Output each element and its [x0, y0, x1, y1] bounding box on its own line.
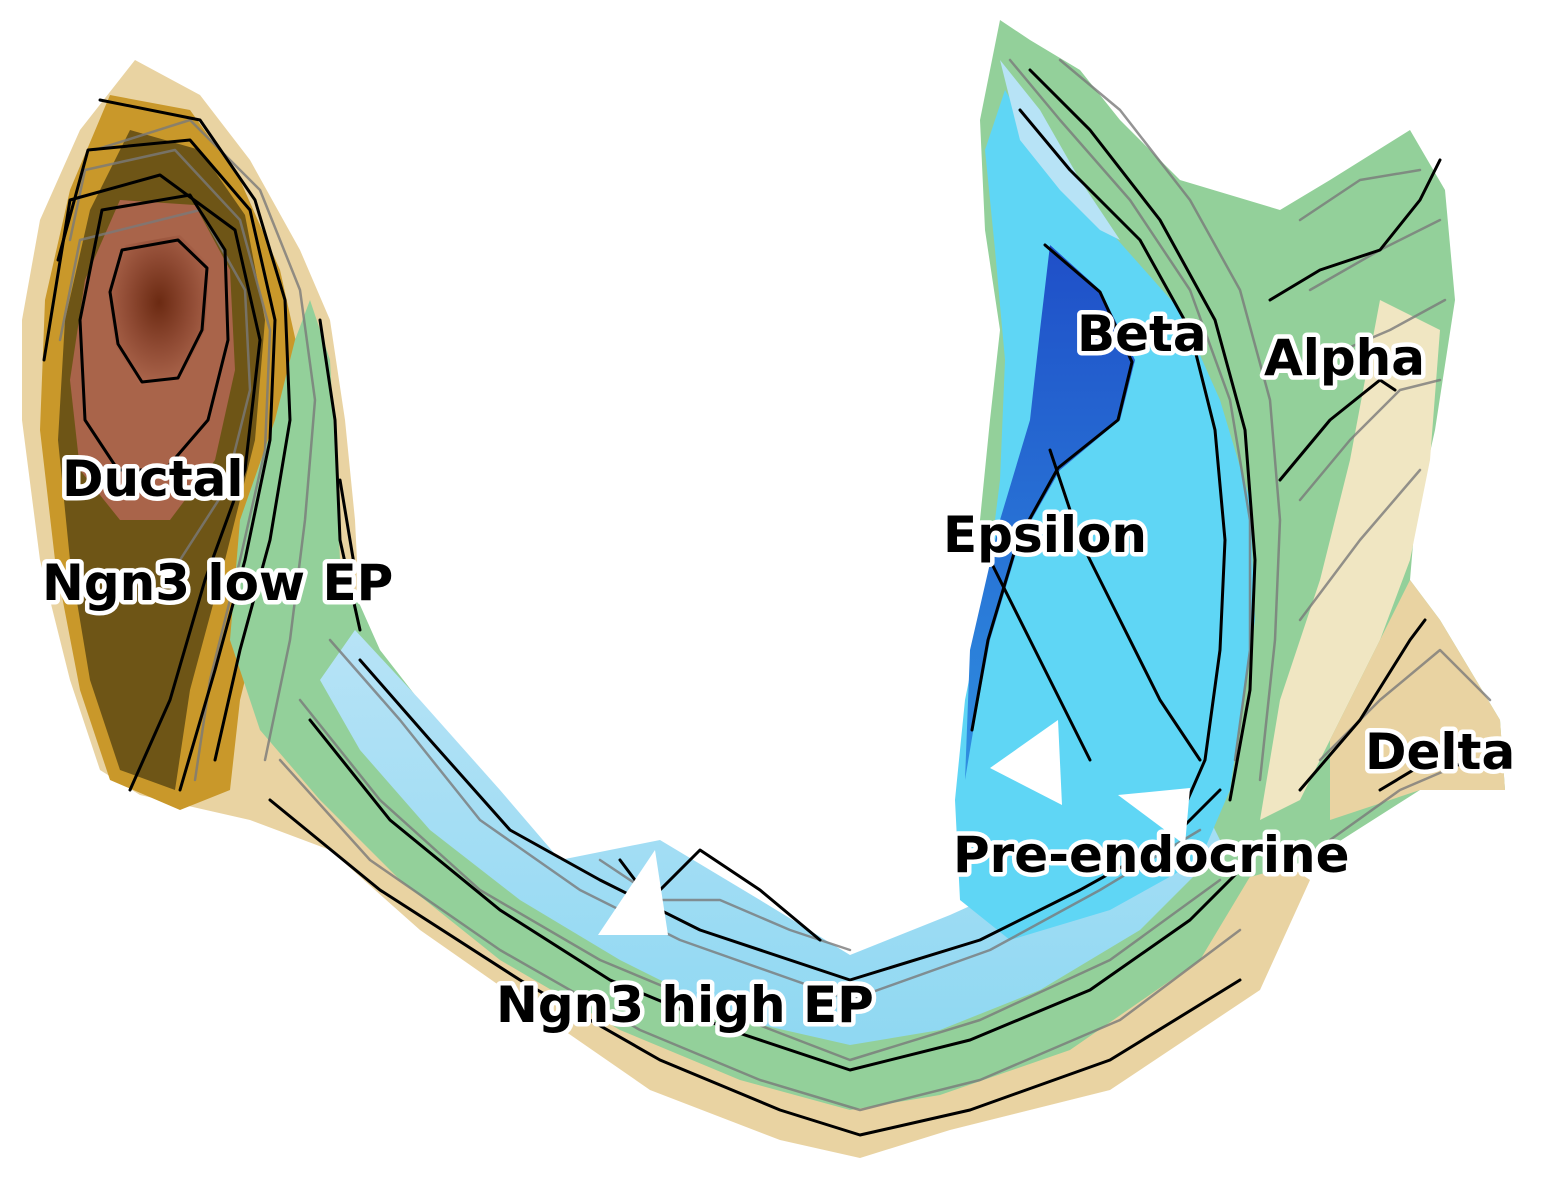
ductal-peak: [108, 235, 210, 385]
valley-green-rim: [230, 300, 1260, 1110]
beta-deep-basin: [965, 245, 1135, 780]
right-lobe: [955, 20, 1505, 940]
label-beta: Beta: [1077, 305, 1207, 363]
ductal-peak-contour: [108, 238, 209, 384]
label-ngn3-low-ep: Ngn3 low EP: [42, 554, 393, 612]
delta-sand-region: [1330, 580, 1505, 820]
valley: [230, 300, 1260, 1110]
label-ngn3-high-ep: Ngn3 high EP: [496, 976, 874, 1034]
cell-type-labels: Ductal Ngn3 low EP Ngn3 high EP Pre-endo…: [38, 301, 1520, 1039]
label-epsilon: Epsilon: [943, 506, 1147, 564]
valley-floor: [320, 630, 1230, 1045]
contour-lines: [42, 58, 1492, 1137]
label-delta: Delta: [1365, 723, 1515, 781]
right-cream-slope: [1260, 300, 1440, 820]
label-ductal: Ductal: [62, 450, 244, 508]
right-light-blue-edge: [1000, 60, 1120, 240]
label-pre-endocrine: Pre-endocrine: [953, 826, 1350, 884]
label-alpha: Alpha: [1264, 329, 1425, 387]
mesh-gaps: [598, 720, 1190, 935]
